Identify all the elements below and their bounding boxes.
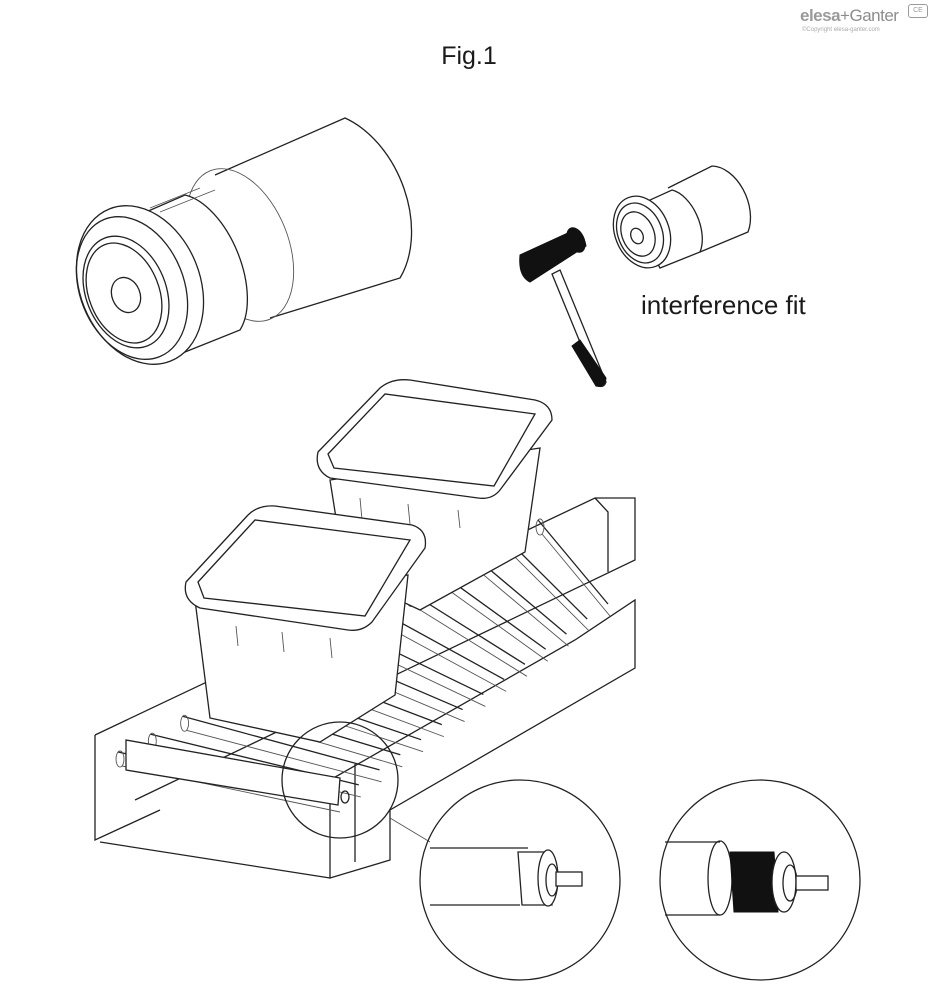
brand-copyright: ©Copyright elesa-ganter.com — [802, 27, 880, 33]
roller-line — [182, 715, 380, 771]
roller-shadow-line — [444, 587, 548, 662]
roller-line — [537, 519, 609, 605]
roller-end — [115, 750, 125, 768]
brand-logo: elesa+Ganter ©Copyright elesa-ganter.com… — [800, 4, 928, 40]
roller-shadow-line — [541, 533, 611, 617]
detail-view-disassembled-icon — [659, 779, 861, 981]
large-end-cap-icon — [75, 187, 249, 365]
detail-view-assembled-icon — [419, 779, 621, 981]
roller-shadow-line — [477, 569, 569, 647]
roller-shaft — [340, 790, 350, 804]
figure-title: Fig.1 — [441, 42, 497, 70]
roller-end — [535, 518, 545, 536]
brand-name: elesa+Ganter — [800, 6, 899, 25]
crate-front-icon — [184, 505, 427, 743]
roller-shadow-line — [186, 729, 382, 783]
mallet-icon — [519, 227, 607, 388]
detail-leader-icon — [281, 721, 431, 843]
interference-fit-label: interference fit — [641, 290, 806, 320]
small-roller-tube-icon — [667, 165, 752, 253]
brand-mark-icon: CE — [908, 4, 928, 18]
roller-shadow-line — [412, 605, 528, 677]
small-end-cap-icon — [612, 189, 703, 269]
roller-end — [180, 714, 190, 732]
roller-shadow-line — [509, 551, 590, 632]
front-roller — [125, 739, 341, 806]
